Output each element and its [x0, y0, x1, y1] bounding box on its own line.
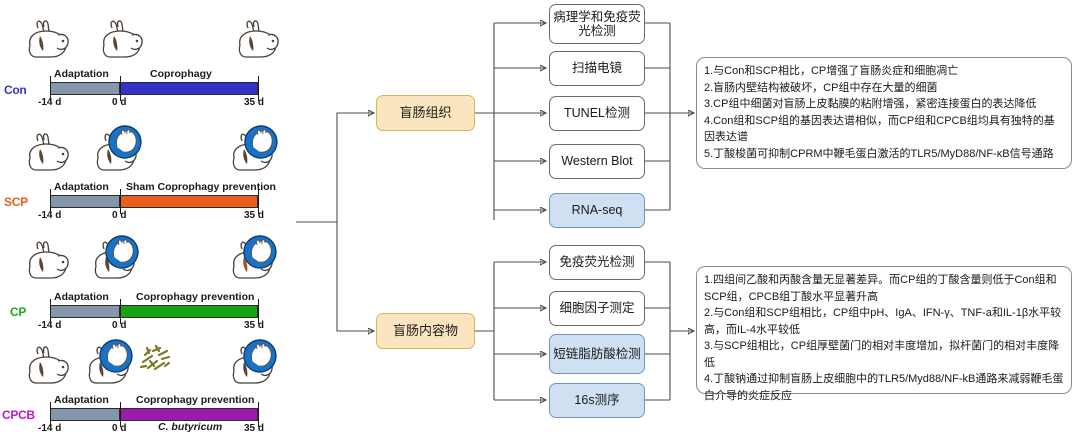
adaptation-label: Adaptation	[54, 68, 109, 80]
finding-line: 4.丁酸钠通过抑制盲肠上皮细胞中的TLR5/Myd88/NF-kB通路来减弱鞭毛…	[704, 373, 1064, 402]
adaptation-label: Adaptation	[54, 394, 109, 406]
experiment-group-scp: SCP Adaptation Sham Coprophagy preventio…	[0, 125, 310, 231]
finding-line: 3.CP组中细菌对盲肠上皮黏膜的粘附增强，紧密连接蛋白的表达降低	[704, 98, 1037, 110]
rabbit-icon	[92, 18, 148, 64]
day-start-label: -14 d	[38, 320, 62, 331]
group-timeline: CPCB Adaptation Coprophagy prevention C.…	[0, 394, 310, 444]
phase-bar	[120, 195, 258, 208]
finding-line: 2.与Con组和SCP组相比，CP组中pH、IgA、IFN-γ、TNF-a和IL…	[704, 307, 1062, 336]
group-rabbit-row	[0, 12, 310, 70]
c-butyricum-granules-icon	[136, 342, 174, 376]
phase-label: Coprophagy prevention	[136, 291, 255, 303]
finding-line: 4.Con组和SCP组的基因表达谱相似，而CP组和CPCB组均具有独特的基因表达…	[704, 114, 1055, 144]
node-cecal-tissue[interactable]: 盲肠组织	[376, 95, 475, 131]
phase-bar	[120, 305, 258, 318]
group-timeline: CP Adaptation Coprophagy prevention -14 …	[0, 291, 310, 341]
tick-mid	[120, 189, 121, 214]
day-start-label: -14 d	[38, 210, 62, 221]
day-end-label: 35 d	[244, 423, 265, 434]
group-code-label: CPCB	[2, 408, 35, 422]
treatment-label: C. butyricum	[158, 421, 223, 433]
finding-line: 1.与Con和SCP相比，CP增强了盲肠炎症和细胞凋亡	[704, 65, 959, 77]
rabbit-icon	[18, 239, 74, 285]
adaptation-label: Adaptation	[54, 291, 109, 303]
tick-end	[258, 189, 259, 214]
adaptation-bar	[50, 82, 120, 95]
tick-start	[50, 299, 51, 324]
finding-line: 5.丁酸梭菌可抑制CPRM中鞭毛蛋白激活的TLR5/MyD88/NF-κB信号通…	[704, 147, 1054, 160]
node-tunel[interactable]: TUNEL检测	[549, 96, 645, 131]
day-mid-label: 0 d	[112, 320, 127, 331]
node-western-blot[interactable]: Western Blot	[549, 144, 645, 179]
finding-line: 1.四组间乙酸和丙酸含量无显著差异。而CP组的丁酸含量则低于Con组和SCP组，…	[704, 274, 1057, 303]
group-rabbit-row	[0, 235, 310, 293]
day-mid-label: 0 d	[112, 210, 127, 221]
sham-collar-icon	[108, 125, 142, 159]
node-cecal-contents[interactable]: 盲肠内容物	[376, 313, 475, 349]
day-end-label: 35 d	[244, 320, 265, 331]
prevention-collar-icon	[243, 235, 277, 269]
tick-mid	[120, 402, 121, 427]
day-start-label: -14 d	[38, 97, 62, 108]
diagram-canvas: Con Adaptation Coprophagy -14 d 0 d 35 d	[0, 4, 1072, 434]
day-mid-label: 0 d	[112, 97, 127, 108]
experiment-group-con: Con Adaptation Coprophagy -14 d 0 d 35 d	[0, 12, 310, 118]
adaptation-label: Adaptation	[54, 181, 109, 193]
group-timeline: SCP Adaptation Sham Coprophagy preventio…	[0, 181, 310, 231]
rabbit-icon	[18, 18, 74, 64]
group-rabbit-row	[0, 338, 310, 396]
experiment-group-cpcb: CPCB Adaptation Coprophagy prevention C.…	[0, 338, 310, 444]
tick-end	[258, 299, 259, 324]
day-end-label: 35 d	[244, 97, 265, 108]
findings-panel-tissue: 1.与Con和SCP相比，CP增强了盲肠炎症和细胞凋亡 2.盲肠内壁结构被破坏，…	[696, 57, 1072, 169]
node-sem[interactable]: 扫描电镜	[549, 51, 645, 86]
findings-panel-contents: 1.四组间乙酸和丙酸含量无显著差异。而CP组的丁酸含量则低于Con组和SCP组，…	[696, 266, 1072, 402]
phase-bar	[120, 408, 258, 421]
tick-mid	[120, 299, 121, 324]
day-start-label: -14 d	[38, 423, 62, 434]
group-code-label: Con	[4, 83, 27, 97]
tick-start	[50, 402, 51, 427]
node-histopathology-if[interactable]: 病理学和免疫荧光检测	[549, 4, 645, 44]
prevention-collar-icon	[105, 235, 139, 269]
rabbit-icon	[18, 131, 74, 177]
prevention-collar-icon	[243, 339, 277, 373]
node-scfa[interactable]: 短链脂肪酸检测	[549, 334, 645, 374]
rabbit-icon	[18, 344, 74, 390]
group-code-label: CP	[10, 305, 27, 319]
prevention-collar-icon	[99, 339, 133, 373]
day-mid-label: 0 d	[112, 423, 127, 434]
phase-label: Sham Coprophagy prevention	[126, 181, 276, 193]
node-rna-seq[interactable]: RNA-seq	[549, 193, 645, 228]
node-immunofluorescence[interactable]: 免疫荧光检测	[549, 245, 645, 280]
tick-mid	[120, 76, 121, 101]
adaptation-bar	[50, 195, 120, 208]
node-cytokine-assay[interactable]: 细胞因子测定	[549, 291, 645, 326]
finding-line: 3.与SCP组相比，CP组厚壁菌门的相对丰度增加，拟杆菌门的相对丰度降低	[704, 340, 1060, 369]
group-code-label: SCP	[4, 195, 28, 209]
adaptation-bar	[50, 305, 120, 318]
adaptation-bar	[50, 408, 120, 421]
rabbit-icon	[228, 18, 284, 64]
day-end-label: 35 d	[244, 210, 265, 221]
finding-line: 2.盲肠内壁结构被破坏，CP组中存在大量的细菌	[704, 81, 938, 94]
tick-start	[50, 189, 51, 214]
phase-label: Coprophagy prevention	[136, 394, 255, 406]
tick-end	[258, 76, 259, 101]
tick-end	[258, 402, 259, 427]
phase-label: Coprophagy	[150, 68, 212, 80]
experiment-group-cp: CP Adaptation Coprophagy prevention -14 …	[0, 235, 310, 341]
sham-collar-icon	[244, 125, 278, 159]
group-rabbit-row	[0, 125, 310, 183]
group-timeline: Con Adaptation Coprophagy -14 d 0 d 35 d	[0, 68, 310, 118]
phase-bar	[120, 82, 258, 95]
tick-start	[50, 76, 51, 101]
node-16s-sequencing[interactable]: 16s测序	[549, 383, 645, 418]
